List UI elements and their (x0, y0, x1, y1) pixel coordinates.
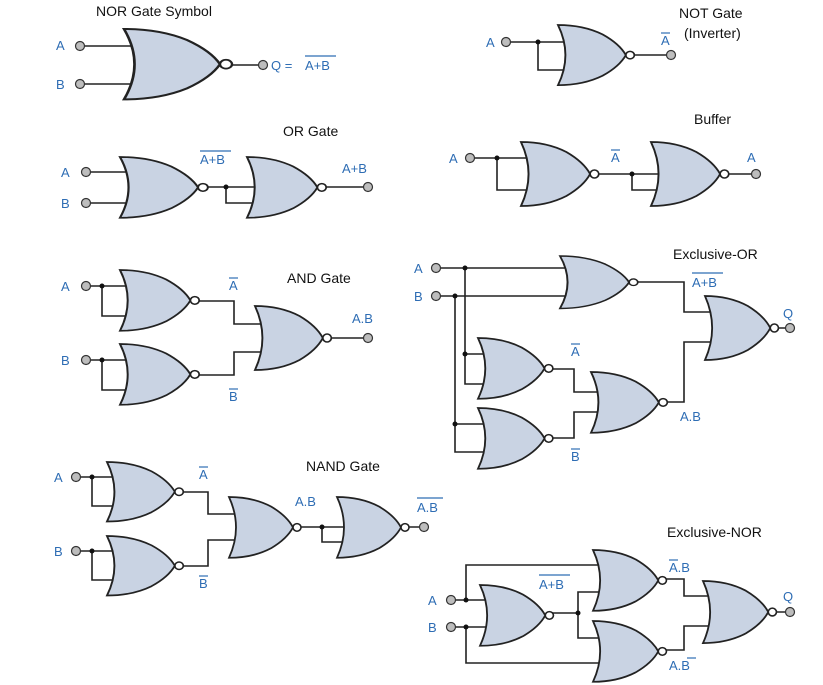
nand-mid-b-bar-label: B (199, 576, 208, 591)
title-exclusive-nor: Exclusive-NOR (667, 524, 762, 540)
xor-input-a-label: A (414, 261, 423, 276)
or-output-a-plus-b-label: A+B (342, 161, 367, 176)
xor-mid-b-bar-label: B (571, 449, 580, 464)
xnor-input-b-label: B (428, 620, 437, 635)
nand-mid-a-dot-b-label: A.B (295, 494, 316, 509)
circuit-exclusive-or: A B A+B A B A.B Q (414, 255, 796, 470)
title-and-gate: AND Gate (287, 270, 351, 286)
circuit-nor-symbol: A B Q = A+B (56, 27, 336, 101)
circuit-and-gate: A B A B A.B (61, 269, 374, 406)
nor-output-expression: A+B (305, 58, 330, 73)
not-input-a-label: A (486, 35, 495, 50)
title-buffer: Buffer (694, 111, 731, 127)
xnor-mid-a-dot-b-bar-label: A.B (669, 658, 690, 673)
xor-mid-a-dot-b-label: A.B (680, 409, 701, 424)
not-output-a-bar-label: A (661, 33, 670, 48)
buffer-output-a-label: A (747, 150, 756, 165)
title-nand-gate: NAND Gate (306, 458, 380, 474)
circuit-not-gate: A A (486, 24, 677, 87)
or-input-a-label: A (61, 165, 70, 180)
title-not-gate: NOT Gate (679, 5, 743, 21)
xor-output-q-label: Q (783, 306, 793, 321)
or-mid-a-plus-b-bar-label: A+B (200, 152, 225, 167)
nor-output-q-label: Q = (271, 58, 292, 73)
circuit-exclusive-nor: A B A+B A.B A.B Q (428, 549, 796, 683)
nor-input-b-label: B (56, 77, 65, 92)
xor-mid-a-plus-b-bar-label: A+B (692, 275, 717, 290)
and-input-b-label: B (61, 353, 70, 368)
xnor-input-a-label: A (428, 593, 437, 608)
xor-mid-a-bar-label: A (571, 344, 580, 359)
title-or-gate: OR Gate (283, 123, 338, 139)
or-input-b-label: B (61, 196, 70, 211)
nand-output-a-dot-b-bar-label: A.B (417, 500, 438, 515)
and-input-a-label: A (61, 279, 70, 294)
xnor-mid-a-plus-b-bar-label: A+B (539, 577, 564, 592)
circuit-buffer: A A A (449, 141, 762, 207)
title-nor-gate-symbol: NOR Gate Symbol (96, 3, 212, 19)
xor-input-b-label: B (414, 289, 423, 304)
title-not-inverter: (Inverter) (684, 25, 741, 41)
title-exclusive-or: Exclusive-OR (673, 246, 758, 262)
buffer-input-a-label: A (449, 151, 458, 166)
xnor-mid-a-bar-dot-b-label: A.B (669, 560, 690, 575)
circuit-or-gate: A B A+B A+B (61, 150, 374, 219)
and-output-a-dot-b-label: A.B (352, 311, 373, 326)
nand-input-a-label: A (54, 470, 63, 485)
nand-mid-a-bar-label: A (199, 467, 208, 482)
and-mid-b-bar-label: B (229, 389, 238, 404)
nand-input-b-label: B (54, 544, 63, 559)
nor-input-a-label: A (56, 38, 65, 53)
circuit-nand-gate: A B A B A.B A.B (54, 461, 443, 597)
and-mid-a-bar-label: A (229, 278, 238, 293)
xnor-output-q-label: Q (783, 589, 793, 604)
buffer-mid-a-bar-label: A (611, 150, 620, 165)
